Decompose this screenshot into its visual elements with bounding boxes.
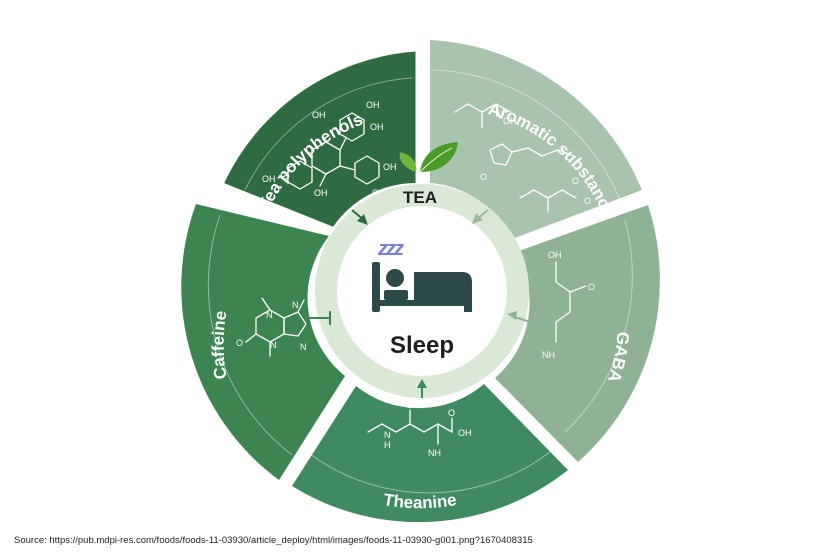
bed-icon [372,262,472,312]
o-label: O [236,338,243,348]
oh-label: OH [548,250,562,260]
o-label: O [406,400,413,410]
o-label: O [584,196,591,206]
arrow-aromatic [472,209,489,224]
oh-label: OH [372,188,386,198]
zzz-icon: zzz [377,238,404,260]
o-label: O [480,172,487,182]
tea-polyphenols-structure: OH OH OH OH OH OH OH [262,100,397,198]
oh-label: OH [383,162,397,172]
tea-sleep-diagram: Tea polyphenols Aromatic substance GABA … [181,40,660,523]
o-label: O [572,176,579,186]
segment-theanine: Theanine [292,384,568,523]
gaba-structure: OH O NH [542,250,595,360]
n-label: N [300,342,307,352]
segment-caffeine: Caffeine [181,204,345,480]
sleep-label: Sleep [390,332,454,359]
nh2-label: NH [542,350,555,360]
caffeine-structure: N N O N N [236,297,307,357]
oh-label: OH [262,174,276,184]
o-label: O [448,408,455,418]
leaf-icon [399,142,458,173]
arrow-gaba [507,311,531,323]
caffeine-label: Caffeine [209,309,231,380]
n-label: N [270,340,277,350]
segment-inner-lines [207,69,633,494]
n-label: N [384,430,391,440]
oh-label: OH [366,100,380,110]
oh-label: OH [314,188,328,198]
oh-label: OH [458,428,472,438]
source-caption: Source: https://pub.mdpi-res.com/foods/f… [14,535,533,546]
oh-label: OH [503,116,517,126]
oh-label: OH [312,110,326,120]
o-label: O [588,282,595,292]
h-label: H [384,440,391,450]
theanine-label: Theanine [382,490,458,512]
segment-gaba: GABA [495,205,660,462]
nh2-label: NH [428,448,441,458]
inhibit-caffeine [308,311,331,325]
arrow-polyphenols [351,209,368,225]
theanine-structure: N H O O OH NH [367,400,472,458]
arrow-theanine [417,379,427,398]
oh-label: OH [370,122,384,132]
tea-label: TEA [403,188,437,207]
aromatic-structure: OH O O O [454,103,591,213]
arrows [308,209,531,398]
n-label: N [292,300,299,310]
n-label: N [266,310,273,320]
